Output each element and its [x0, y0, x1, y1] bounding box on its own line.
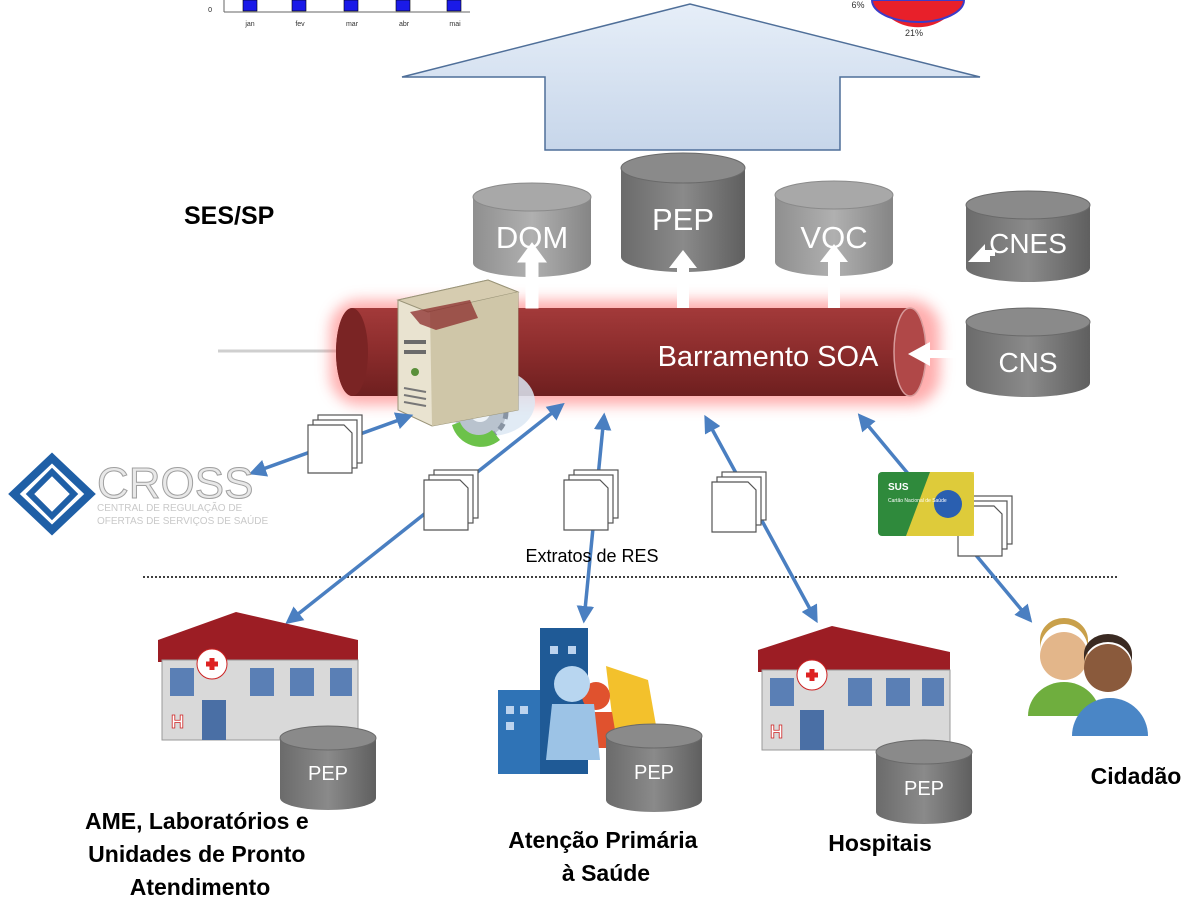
chart-bar: [291, 0, 307, 12]
chart-bar: [395, 0, 411, 12]
db-pep-aps: PEP: [605, 723, 703, 812]
document-icon: [711, 471, 767, 533]
arrow-from-cnes: [968, 244, 995, 262]
cross-logo: CROSS CENTRAL DE REGULAÇÃO DE OFERTAS DE…: [8, 452, 268, 536]
db-voc: VOC: [774, 180, 894, 276]
top-pie-chart: 6% 21%: [851, 0, 966, 38]
cross-logo-text: CROSS: [97, 459, 253, 508]
cross-subtitle-line2: OFERTAS DE SERVIÇOS DE SAÚDE: [97, 514, 268, 527]
sus-card-brand: SUS: [888, 482, 909, 493]
db-cnes: CNES: [965, 190, 1091, 282]
sus-card-text: Cartão Nacional de Saúde: [888, 498, 947, 504]
facility-label-ame: AME, Laboratórios e Unidades de Pronto A…: [85, 808, 315, 900]
pie-label-21: 21%: [905, 28, 923, 38]
chart-month-label: abr: [399, 21, 410, 28]
db-pep-center: PEP: [620, 152, 746, 272]
arrow-to-dom: [517, 242, 547, 309]
arrow-to-pep: [669, 250, 697, 308]
document-icon: [563, 469, 619, 531]
chart-month-label: fev: [295, 21, 305, 28]
db-pep-ame-label: PEP: [308, 763, 348, 785]
facility-label-aps-line: à Saúde: [562, 860, 650, 886]
db-pep-center-label: PEP: [652, 202, 714, 237]
ses-sp-label: SES/SP: [184, 202, 274, 230]
svg-text:H: H: [171, 712, 184, 732]
bus-db-arrows: [517, 242, 995, 366]
svg-text:H: H: [770, 722, 783, 742]
chart-month-label: mar: [346, 21, 359, 28]
db-pep-hospitais: PEP: [875, 739, 973, 824]
document-icon: [307, 414, 363, 474]
bus-label: Barramento SOA: [658, 341, 879, 373]
pie-label-6: 6%: [851, 0, 864, 10]
chart-y-tick: 0: [208, 7, 212, 14]
primary-care-icon: [498, 628, 660, 774]
citizen-icon: [1028, 618, 1148, 736]
extratos-label: Extratos de RES: [525, 546, 658, 566]
server-icon: [396, 279, 535, 447]
facility-label-aps-line: Atenção Primária: [508, 827, 697, 853]
top-bar-chart: 0 jan fev mar abr mai: [208, 0, 470, 28]
citizen-label: Cidadão: [1091, 763, 1182, 789]
chart-month-label: jan: [244, 21, 254, 28]
facility-label-hospitais: Hospitais: [828, 830, 932, 856]
db-cns: CNS: [965, 307, 1091, 397]
cross-subtitle-line1: CENTRAL DE REGULAÇÃO DE: [97, 501, 243, 514]
db-pep-hospitais-label: PEP: [904, 778, 944, 800]
cross-logo-mark: [8, 452, 96, 536]
hospital-building-icon: H: [758, 626, 951, 751]
chart-bar: [343, 0, 359, 12]
arrow-from-cns: [908, 342, 966, 366]
big-upward-arrow: [401, 3, 981, 151]
sus-card-icon: SUS Cartão Nacional de Saúde: [878, 472, 974, 536]
hospital-building-icon: H: [158, 612, 359, 741]
chart-bar: [446, 0, 462, 12]
facility-label-ame-line: Unidades de Pronto: [88, 841, 305, 867]
chart-month-label: mai: [449, 21, 461, 28]
db-pep-aps-label: PEP: [634, 762, 674, 784]
db-cns-label: CNS: [998, 347, 1057, 378]
soa-bus: Barramento SOA: [218, 300, 940, 405]
document-icons: [307, 414, 1013, 557]
facility-label-ame-line: Atendimento: [130, 874, 271, 900]
facility-label-aps: Atenção Primária à Saúde: [508, 827, 704, 886]
pie-slice-red-body: [870, 0, 966, 23]
document-icon: [423, 469, 479, 531]
db-pep-ame: PEP: [279, 725, 377, 810]
chart-bar: [242, 0, 258, 12]
arrow-to-voc: [820, 244, 848, 308]
facility-label-ame-line: AME, Laboratórios e: [85, 808, 309, 834]
db-cnes-label: CNES: [989, 228, 1067, 259]
